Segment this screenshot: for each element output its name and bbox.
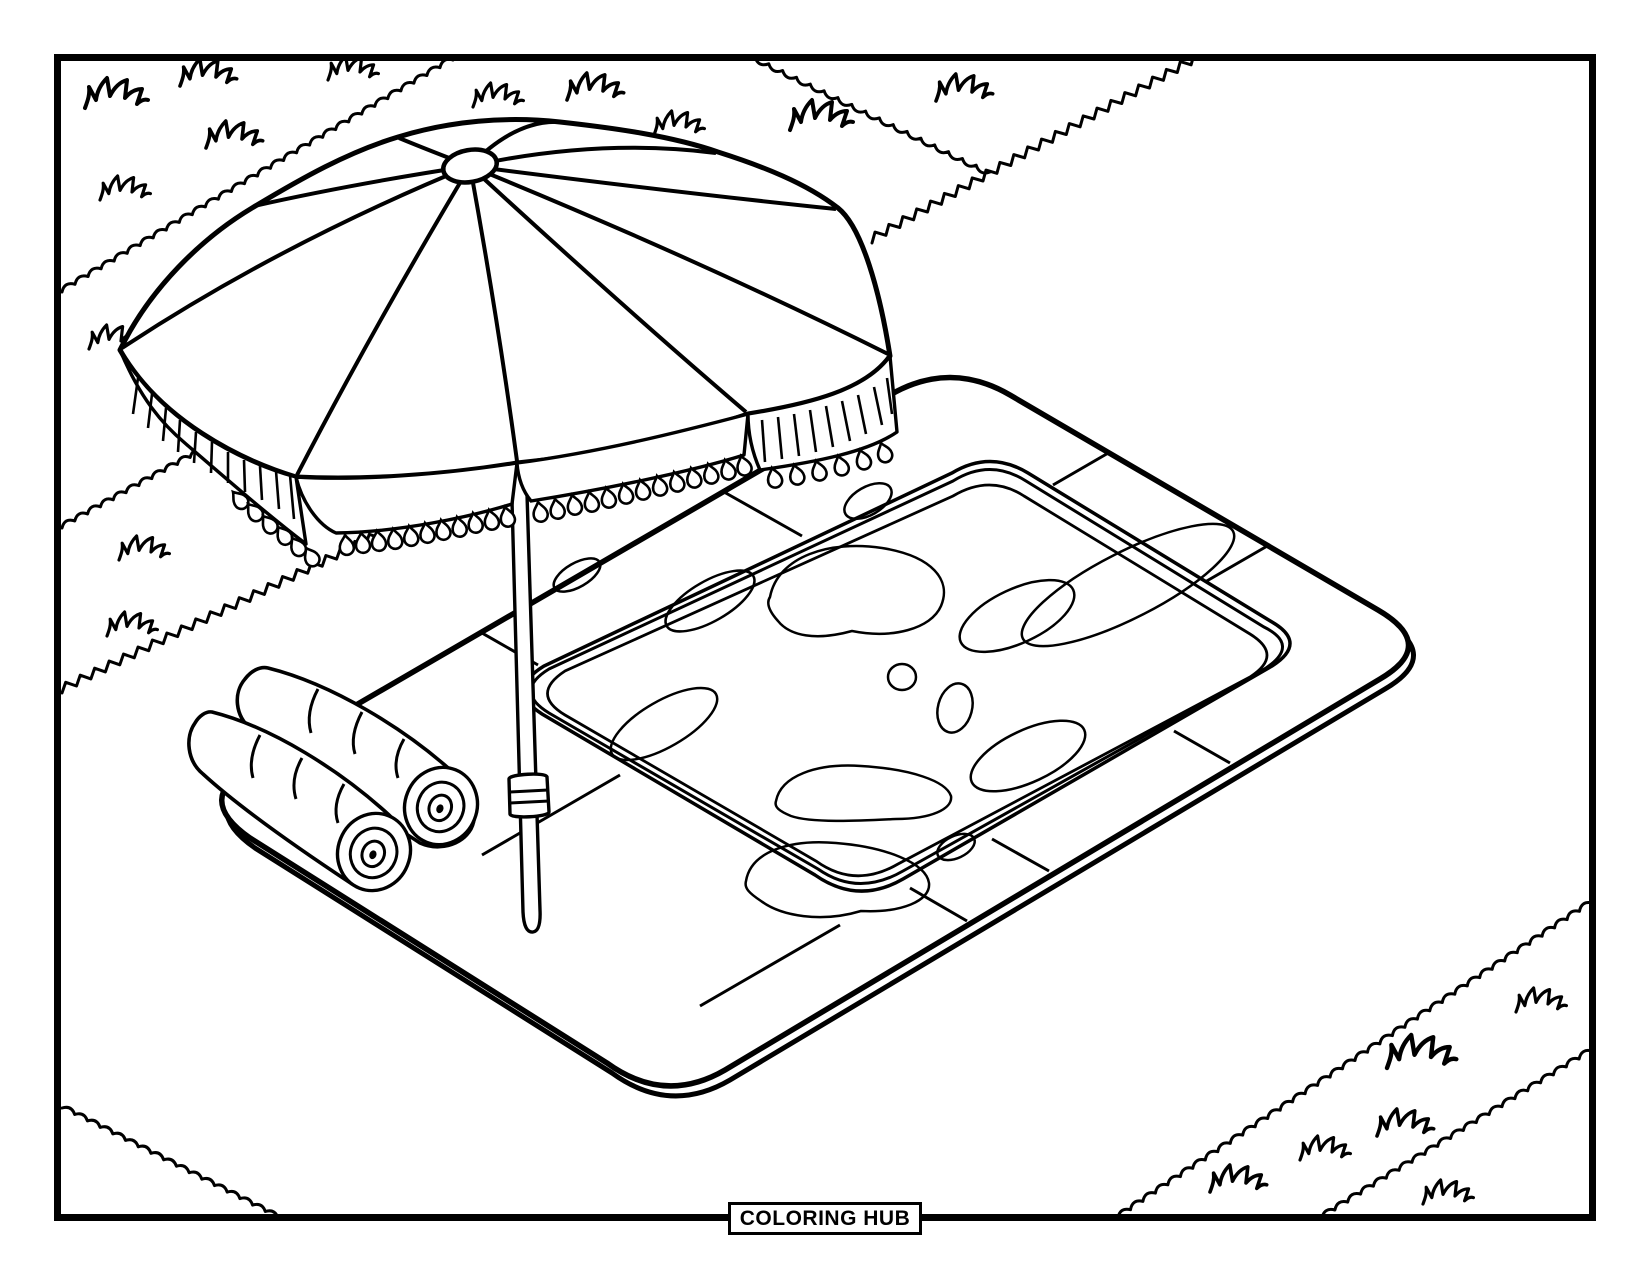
grass-tuft-icon xyxy=(1514,986,1569,1014)
canopy-rib xyxy=(469,164,837,211)
umbrella-pole xyxy=(507,460,551,934)
deck-tile-seam xyxy=(723,490,803,538)
towel-spiral-end xyxy=(335,811,413,893)
towel-spiral-end xyxy=(402,765,480,847)
fringe-tassel-icon xyxy=(336,532,357,558)
right-fringe-band xyxy=(746,354,899,472)
zigzag-grass-borders xyxy=(61,61,1589,1214)
pool-rim-inner xyxy=(529,468,1284,885)
umbrella-canopy xyxy=(117,117,893,481)
beach-umbrella xyxy=(117,117,899,934)
water-reflection-blobs xyxy=(552,481,1236,919)
grass-tuft-icon xyxy=(934,72,995,103)
brand-label: COLORING HUB xyxy=(739,1206,911,1230)
canopy-rib xyxy=(468,164,748,414)
grass-tuft-icon xyxy=(178,61,239,88)
pole-collar xyxy=(507,772,551,819)
grass-tuft-icon xyxy=(1387,1035,1456,1068)
deck-tile-seam xyxy=(1173,729,1231,765)
grass-tuft-icon xyxy=(105,610,159,638)
grass-tuft-icon xyxy=(565,71,626,102)
scene-root xyxy=(61,61,1589,1214)
waterline xyxy=(546,483,1269,878)
deck-tile-seam xyxy=(1052,450,1111,487)
grass-tuft-icon xyxy=(1298,1134,1353,1162)
grass-tuft-icon xyxy=(1208,1163,1269,1194)
grass-tuft-icon xyxy=(204,119,265,150)
rolled-towels xyxy=(187,665,480,893)
canopy-rib xyxy=(469,164,889,356)
fringe-tassel-icon xyxy=(563,492,585,518)
deck-tile-seam xyxy=(699,923,841,1008)
canopy-hub xyxy=(441,147,499,185)
canopy-rib xyxy=(120,164,471,350)
canopy-rib xyxy=(469,145,717,168)
grass-tuft-icon xyxy=(117,534,171,562)
brand-badge: COLORING HUB xyxy=(728,1202,922,1235)
deck-tile-seam xyxy=(991,837,1050,873)
grass-tuft-icon xyxy=(1375,1107,1436,1138)
rolled-towel xyxy=(235,665,480,849)
grass-tuft-icon xyxy=(98,174,152,202)
fringe-tassel-icon xyxy=(580,489,602,515)
fringe-tassel-icon xyxy=(529,499,551,525)
center-left-valance xyxy=(294,461,519,535)
fringe-tassel-icon xyxy=(368,528,389,554)
fringe-tassel-icon xyxy=(546,496,568,522)
grass-tuft-icon xyxy=(1421,1178,1476,1206)
deck-tile-seam xyxy=(909,886,968,923)
deck-tile-seam xyxy=(481,773,621,857)
rolled-towel xyxy=(187,710,413,893)
umbrella-valances xyxy=(118,348,899,571)
swimming-pool xyxy=(522,459,1292,919)
canopy-rib xyxy=(295,164,472,476)
grass-tuft-icon xyxy=(83,76,150,110)
grass-tuft-icon xyxy=(652,109,707,137)
deck-tile-seam xyxy=(1204,543,1270,584)
grass-tuft-icon xyxy=(471,81,526,109)
canopy-rib xyxy=(468,165,519,462)
